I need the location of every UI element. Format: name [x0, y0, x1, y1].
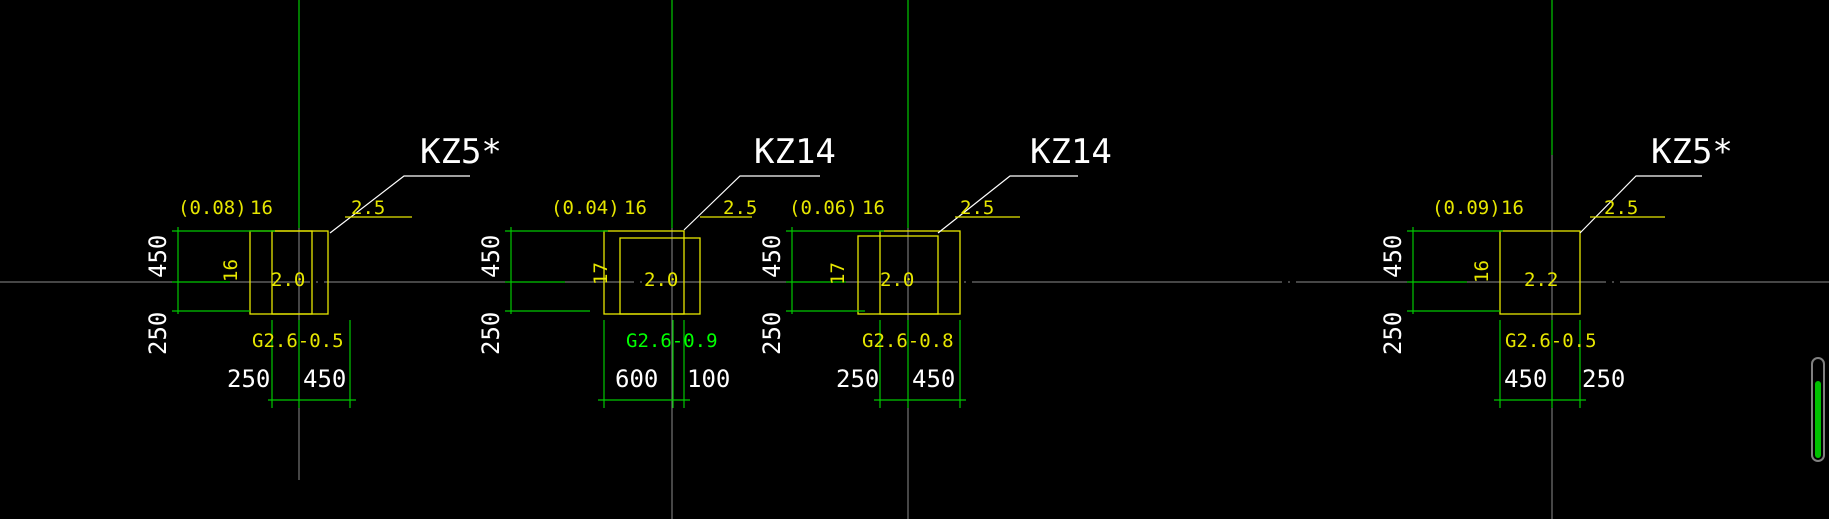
- top-value: 16: [862, 197, 885, 219]
- offset-note: (0.04): [551, 197, 620, 219]
- column-outline: [271, 230, 329, 315]
- column-label: KZ14: [1030, 132, 1112, 172]
- column-group-2[interactable]: KZ14 (0.04) 16 2.5 2.0 17 G2.6-0.9 450 2…: [477, 0, 836, 519]
- leader-line: [937, 175, 1078, 234]
- dim-vertical-bottom: 250: [477, 312, 505, 355]
- scrollbar-thumb[interactable]: [1815, 381, 1821, 458]
- center-value: 2.2: [1524, 269, 1558, 291]
- dim-vertical-top: 450: [758, 235, 786, 278]
- stirrup-note: G2.6-0.5: [1505, 330, 1597, 352]
- column-label: KZ5*: [420, 132, 502, 172]
- column-label: KZ5*: [1651, 132, 1733, 172]
- offset-note: (0.08): [178, 197, 247, 219]
- top-value: 16: [1501, 197, 1524, 219]
- vertical-scrollbar[interactable]: [1811, 357, 1825, 462]
- leader-line: [1579, 175, 1702, 234]
- corner-value: 2.5: [723, 197, 757, 219]
- column-group-1[interactable]: KZ5* (0.08) 16 2.5 2.0 16 G2.6-0.5 450 2…: [144, 0, 502, 480]
- center-value: 2.0: [880, 269, 914, 291]
- column-group-4[interactable]: KZ5* (0.09) 16 2.5 2.2 16 G2.6-0.5 450 2…: [1379, 0, 1733, 519]
- dim-bottom-right: 450: [303, 365, 346, 393]
- offset-note: (0.06): [789, 197, 858, 219]
- side-value: 16: [1471, 260, 1493, 283]
- column-group-3[interactable]: KZ14 (0.06) 16 2.5 2.0 17 G2.6-0.8 450 2…: [758, 0, 1112, 519]
- dim-vertical-bottom: 250: [758, 312, 786, 355]
- dim-bottom-right: 250: [1582, 365, 1625, 393]
- stirrup-note: G2.6-0.8: [862, 330, 954, 352]
- corner-value: 2.5: [351, 197, 385, 219]
- column-label: KZ14: [754, 132, 836, 172]
- corner-value: 2.5: [960, 197, 994, 219]
- dim-bottom-right: 450: [912, 365, 955, 393]
- side-value: 16: [220, 259, 242, 282]
- offset-note: (0.09): [1432, 197, 1501, 219]
- top-value: 16: [624, 197, 647, 219]
- column-outline: [879, 230, 961, 315]
- column-outline: [619, 237, 701, 315]
- side-value: 17: [590, 262, 612, 285]
- dim-vertical-bottom: 250: [1379, 312, 1407, 355]
- dim-bottom-left: 250: [836, 365, 879, 393]
- dim-bottom-left: 600: [615, 365, 658, 393]
- dim-vertical-bottom: 250: [144, 312, 172, 355]
- top-value: 16: [250, 197, 273, 219]
- stirrup-note: G2.6-0.9: [626, 330, 718, 352]
- corner-value: 2.5: [1604, 197, 1638, 219]
- leader-line: [683, 175, 820, 231]
- dim-vertical-top: 450: [144, 235, 172, 278]
- dim-bottom-left: 250: [227, 365, 270, 393]
- leader-line: [329, 175, 470, 234]
- dim-bottom-left: 450: [1504, 365, 1547, 393]
- center-value: 2.0: [644, 269, 678, 291]
- center-value: 2.0: [271, 269, 305, 291]
- dim-vertical-top: 450: [1379, 235, 1407, 278]
- dim-bottom-right: 100: [687, 365, 730, 393]
- stirrup-note: G2.6-0.5: [252, 330, 344, 352]
- side-value: 17: [827, 262, 849, 285]
- dim-vertical-top: 450: [477, 235, 505, 278]
- column-outline: [1499, 230, 1581, 315]
